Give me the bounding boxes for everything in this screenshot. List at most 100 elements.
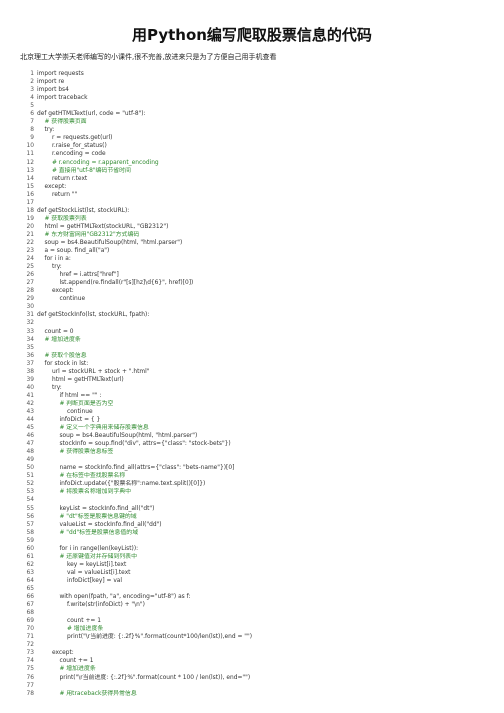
code-text: infoDict.update({"股票名称":name.text.split(… bbox=[37, 481, 206, 488]
code-line: 58 # "dd"标签是股票信息值的域 bbox=[20, 529, 490, 537]
code-text: a = soup. find_all("a") bbox=[37, 248, 110, 255]
line-number: 70 bbox=[26, 626, 35, 633]
line-number: 63 bbox=[26, 569, 35, 576]
line-number: 14 bbox=[26, 175, 35, 182]
line-number: 23 bbox=[26, 248, 35, 255]
line-number: 60 bbox=[26, 545, 35, 552]
line-number: 21 bbox=[26, 231, 35, 238]
code-line: 26 href = i.attrs["href"] bbox=[20, 271, 490, 279]
code-text: with open(fpath, "a", encoding="utf-8") … bbox=[37, 594, 191, 601]
code-line: 5 bbox=[20, 102, 490, 110]
code-line: 75 # 增加进度条 bbox=[20, 665, 490, 673]
code-line: 74 count += 1 bbox=[20, 657, 490, 665]
line-number: 24 bbox=[26, 256, 35, 263]
line-number: 11 bbox=[26, 151, 35, 158]
code-line: 7 # 获得股票页面 bbox=[20, 118, 490, 126]
code-comment: # 增加进度条 bbox=[37, 626, 104, 633]
code-comment: # 增加进度条 bbox=[37, 336, 81, 343]
line-number: 36 bbox=[26, 352, 35, 359]
code-line: 55 keyList = stockInfo.find_all("dt") bbox=[20, 505, 490, 513]
code-text: def getHTMLText(url, code = "utf-8"): bbox=[37, 111, 146, 118]
line-number: 71 bbox=[26, 634, 35, 641]
code-text: if html == "" : bbox=[37, 392, 102, 399]
code-line: 46 soup = bs4.BeautifulSoup(html, "html.… bbox=[20, 432, 490, 440]
code-line: 72 bbox=[20, 641, 490, 649]
line-number: 65 bbox=[26, 586, 35, 592]
code-text: for i in a: bbox=[37, 256, 71, 263]
line-number: 41 bbox=[26, 392, 35, 399]
code-line: 12 # r.encoding = r.apparent_encoding bbox=[20, 159, 490, 167]
line-number: 67 bbox=[26, 602, 35, 609]
code-comment: # r.encoding = r.apparent_encoding bbox=[37, 159, 159, 166]
code-comment: # "dd"标签是股票信息值的域 bbox=[37, 529, 139, 536]
line-number: 35 bbox=[26, 344, 35, 351]
code-line: 22 soup = bs4.BeautifulSoup(html, "html.… bbox=[20, 239, 490, 247]
code-line: 42 # 判断页面是否为空 bbox=[20, 400, 490, 408]
line-number: 51 bbox=[26, 473, 35, 480]
code-text: for i in range(len(keyList)): bbox=[37, 545, 139, 552]
line-number: 55 bbox=[26, 505, 35, 512]
line-number: 16 bbox=[26, 191, 35, 198]
code-line: 54 bbox=[20, 496, 490, 504]
code-line: 40 try: bbox=[20, 384, 490, 392]
code-text: html = getHTMLText(url) bbox=[37, 376, 124, 383]
line-number: 76 bbox=[26, 674, 35, 681]
code-line: 63 val = valueList[i].text bbox=[20, 569, 490, 577]
code-line: 16 return "" bbox=[20, 191, 490, 199]
code-line: 37 for stock in lst: bbox=[20, 360, 490, 368]
code-text: url = stockURL + stock + ".html" bbox=[37, 368, 150, 375]
code-line: 65 bbox=[20, 585, 490, 593]
code-comment: # 判断页面是否为空 bbox=[37, 400, 114, 407]
code-line: 39 html = getHTMLText(url) bbox=[20, 376, 490, 384]
code-line: 71 print("\r当前进度: {:.2f}%".format(count*… bbox=[20, 633, 490, 641]
line-number: 26 bbox=[26, 272, 35, 279]
line-number: 75 bbox=[26, 666, 35, 673]
code-text: def getStockList(lst, stockURL): bbox=[37, 207, 130, 214]
code-line: 14 return r.text bbox=[20, 175, 490, 183]
code-line: 57 valueList = stockInfo.find_all("dd") bbox=[20, 521, 490, 529]
code-text: f.write(str(infoDict) + "\n") bbox=[37, 602, 145, 609]
code-line: 66 with open(fpath, "a", encoding="utf-8… bbox=[20, 593, 490, 601]
code-line: 69 count += 1 bbox=[20, 617, 490, 625]
line-number: 68 bbox=[26, 610, 35, 617]
code-line: 34 # 增加进度条 bbox=[20, 336, 490, 344]
line-number: 69 bbox=[26, 618, 35, 625]
line-number: 20 bbox=[26, 223, 35, 230]
code-line: 77 bbox=[20, 682, 490, 690]
code-line: 27 lst.append(re.findall(r"[s][hz]\d{6}"… bbox=[20, 279, 490, 287]
code-line: 20 html = getHTMLText(stockURL, "GB2312"… bbox=[20, 223, 490, 231]
code-line: 51 # 在标签中查找股票名称 bbox=[20, 472, 490, 480]
line-number: 39 bbox=[26, 376, 35, 383]
code-text: except: bbox=[37, 183, 67, 190]
line-number: 50 bbox=[26, 465, 35, 472]
code-line: 41 if html == "" : bbox=[20, 392, 490, 400]
line-number: 6 bbox=[30, 111, 34, 118]
code-line: 28 except: bbox=[20, 287, 490, 295]
code-text: name = stockInfo.find_all(attrs={"class"… bbox=[37, 465, 235, 472]
line-number: 2 bbox=[30, 79, 34, 86]
line-number: 8 bbox=[30, 127, 34, 134]
line-number: 53 bbox=[26, 489, 35, 496]
code-text: valueList = stockInfo.find_all("dd") bbox=[37, 521, 162, 528]
line-number: 74 bbox=[26, 658, 35, 665]
line-number: 12 bbox=[26, 159, 35, 166]
code-line: 56 # "dt"标签是股票信息键的域 bbox=[20, 513, 490, 521]
code-comment: # 在标签中查找股票名称 bbox=[37, 473, 126, 480]
line-number: 9 bbox=[30, 135, 34, 142]
line-number: 72 bbox=[26, 642, 35, 649]
code-comment: # 直接用"utf-8"编码节省时间 bbox=[37, 167, 131, 174]
code-line: 8 try: bbox=[20, 126, 490, 134]
code-comment: # 东方财富网用"GB2312"方式编码 bbox=[37, 231, 140, 238]
code-text: try: bbox=[37, 384, 62, 391]
code-line: 33 count = 0 bbox=[20, 328, 490, 336]
code-text: count = 0 bbox=[37, 328, 74, 335]
code-text: try: bbox=[37, 264, 62, 271]
code-text: import bs4 bbox=[37, 87, 69, 94]
code-line: 59 bbox=[20, 537, 490, 545]
code-line: 17 bbox=[20, 199, 490, 207]
line-number: 40 bbox=[26, 384, 35, 391]
